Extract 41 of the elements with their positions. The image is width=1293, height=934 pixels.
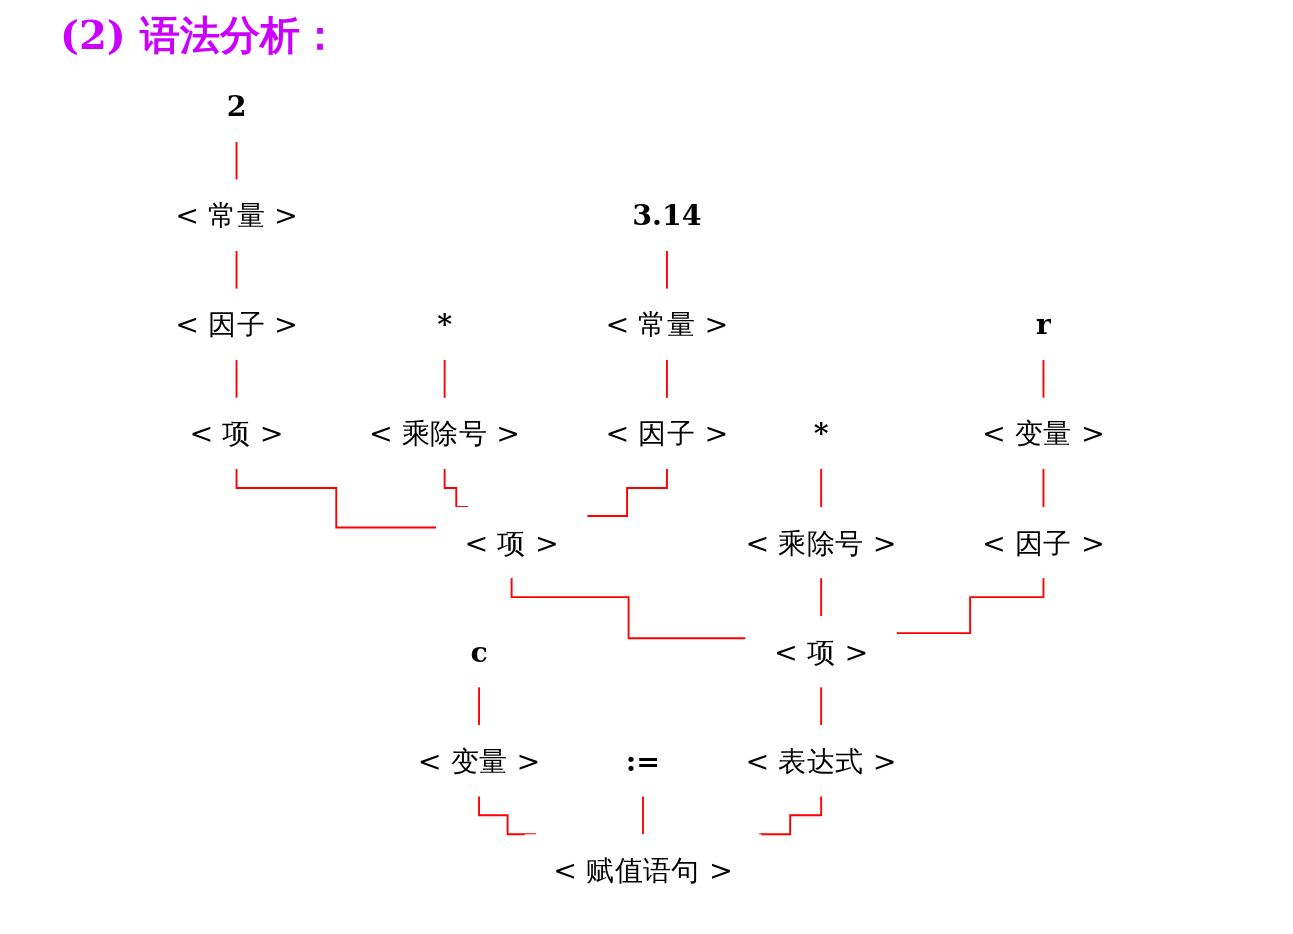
node-text: < 因子 > xyxy=(982,525,1105,560)
node-text: < 乘除号 > xyxy=(745,525,897,560)
connector xyxy=(820,468,823,508)
node-text: * xyxy=(437,307,453,341)
node-text: < 变量 > xyxy=(417,744,541,778)
node-text: r xyxy=(1035,307,1051,341)
connector xyxy=(666,359,668,399)
node-text: < 常量 > xyxy=(175,198,298,232)
connector xyxy=(895,577,1045,635)
connector xyxy=(820,686,823,727)
connector xyxy=(510,577,747,640)
node-text: < 变量 > xyxy=(982,416,1105,451)
node-text: < 表达式 > xyxy=(745,744,897,778)
node-text: < 因子 > xyxy=(175,307,298,341)
connector xyxy=(235,249,238,290)
connector xyxy=(235,468,437,529)
connector xyxy=(1042,468,1045,508)
node-text: < 赋值语句 > xyxy=(553,853,733,887)
node-text: 3.14 xyxy=(632,198,702,232)
node-text: * xyxy=(813,416,829,451)
connector xyxy=(820,577,823,618)
connector xyxy=(478,795,538,836)
node-text: < 因子 > xyxy=(605,416,729,451)
node-text: < 常量 > xyxy=(605,307,729,341)
diagram-title: (2) 语法分析： xyxy=(60,10,341,60)
connector xyxy=(235,140,238,181)
connector xyxy=(1042,359,1045,399)
connector xyxy=(758,795,823,836)
node-text: < 项 > xyxy=(189,416,284,451)
connector xyxy=(586,468,668,517)
connector xyxy=(666,249,668,290)
node-text: < 乘除号 > xyxy=(369,416,521,451)
connector xyxy=(642,795,644,836)
connector xyxy=(478,686,481,727)
connector xyxy=(235,359,238,399)
node-text: < 项 > xyxy=(464,525,559,560)
node-text: c xyxy=(470,635,488,669)
node-text: 2 xyxy=(226,89,247,123)
connector xyxy=(443,359,446,399)
node-text: < 项 > xyxy=(774,635,869,669)
node-text: := xyxy=(625,744,661,778)
